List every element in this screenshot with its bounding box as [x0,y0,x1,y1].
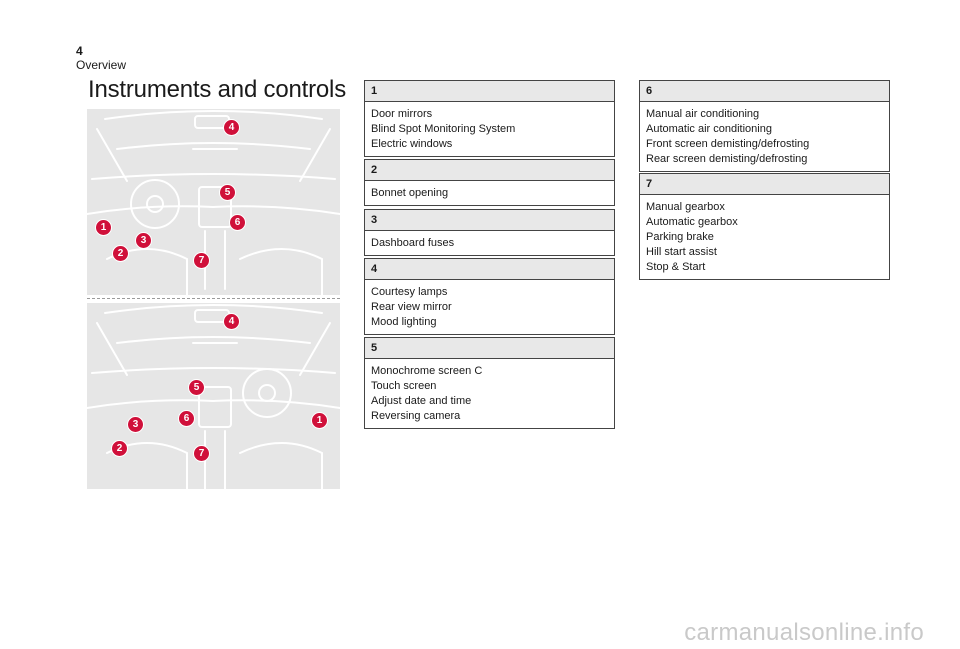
callout-marker-1: 1 [95,219,112,236]
info-box-number: 2 [365,160,614,181]
info-box-2: 2 Bonnet opening [364,159,615,206]
callout-marker-3: 3 [127,416,144,433]
info-box-number: 7 [640,174,889,195]
info-box-line: Door mirrors [371,108,433,120]
info-box-line: Dashboard fuses [371,237,455,249]
info-box-number: 5 [365,338,614,359]
info-box-line: Manual air conditioning [646,108,760,120]
illustration-divider [87,298,340,299]
info-box-line: Front screen demisting/defrosting [646,138,810,150]
callout-marker-5: 5 [188,379,205,396]
info-box-body: Courtesy lamps Rear view mirror Mood lig… [365,280,614,334]
info-box-line: Electric windows [371,138,453,150]
info-box-body: Manual gearbox Automatic gearbox Parking… [640,195,889,279]
info-box-line: Reversing camera [371,410,461,422]
info-box-number: 3 [365,210,614,231]
page-title: Instruments and controls [88,76,346,103]
info-box-line: Automatic gearbox [646,216,738,228]
page-number: 4 [76,44,83,58]
info-box-7: 7 Manual gearbox Automatic gearbox Parki… [639,173,890,280]
info-box-number: 6 [640,81,889,102]
info-box-4: 4 Courtesy lamps Rear view mirror Mood l… [364,258,615,335]
section-label: Overview [76,58,127,72]
callout-marker-3: 3 [135,232,152,249]
callout-marker-7: 7 [193,252,210,269]
dashboard-drawing-lhd [87,110,340,295]
info-box-body: Manual air conditioning Automatic air co… [640,102,889,171]
callout-marker-5: 5 [219,184,236,201]
dashboard-illustration-lhd [87,109,340,295]
info-box-line: Parking brake [646,231,714,243]
dashboard-drawing-rhd [87,304,340,489]
info-box-number: 1 [365,81,614,102]
info-box-body: Monochrome screen C Touch screen Adjust … [365,359,614,428]
info-box-body: Door mirrors Blind Spot Monitoring Syste… [365,102,614,156]
info-box-line: Rear view mirror [371,301,452,313]
info-box-line: Adjust date and time [371,395,472,407]
callout-marker-4: 4 [223,313,240,330]
info-box-line: Manual gearbox [646,201,725,213]
info-box-number: 4 [365,259,614,280]
watermark: carmanualsonline.info [684,619,924,646]
info-box-line: Rear screen demisting/defrosting [646,153,808,165]
info-box-line: Blind Spot Monitoring System [371,123,516,135]
callout-marker-6: 6 [229,214,246,231]
info-box-5: 5 Monochrome screen C Touch screen Adjus… [364,337,615,429]
info-box-1: 1 Door mirrors Blind Spot Monitoring Sys… [364,80,615,157]
dashboard-illustration-rhd [87,303,340,489]
callout-marker-6: 6 [178,410,195,427]
callout-marker-2: 2 [111,440,128,457]
info-box-line: Bonnet opening [371,187,449,199]
info-box-6: 6 Manual air conditioning Automatic air … [639,80,890,172]
callout-marker-2: 2 [112,245,129,262]
info-box-line: Hill start assist [646,246,717,258]
info-box-line: Courtesy lamps [371,286,448,298]
info-box-line: Mood lighting [371,316,437,328]
callout-marker-1: 1 [311,412,328,429]
info-box-line: Monochrome screen C [371,365,483,377]
callout-marker-4: 4 [223,119,240,136]
info-box-body: Dashboard fuses [365,231,614,255]
callout-marker-7: 7 [193,445,210,462]
info-box-line: Touch screen [371,380,437,392]
info-box-line: Automatic air conditioning [646,123,772,135]
info-box-3: 3 Dashboard fuses [364,209,615,256]
info-box-body: Bonnet opening [365,181,614,205]
info-box-line: Stop & Start [646,261,706,273]
